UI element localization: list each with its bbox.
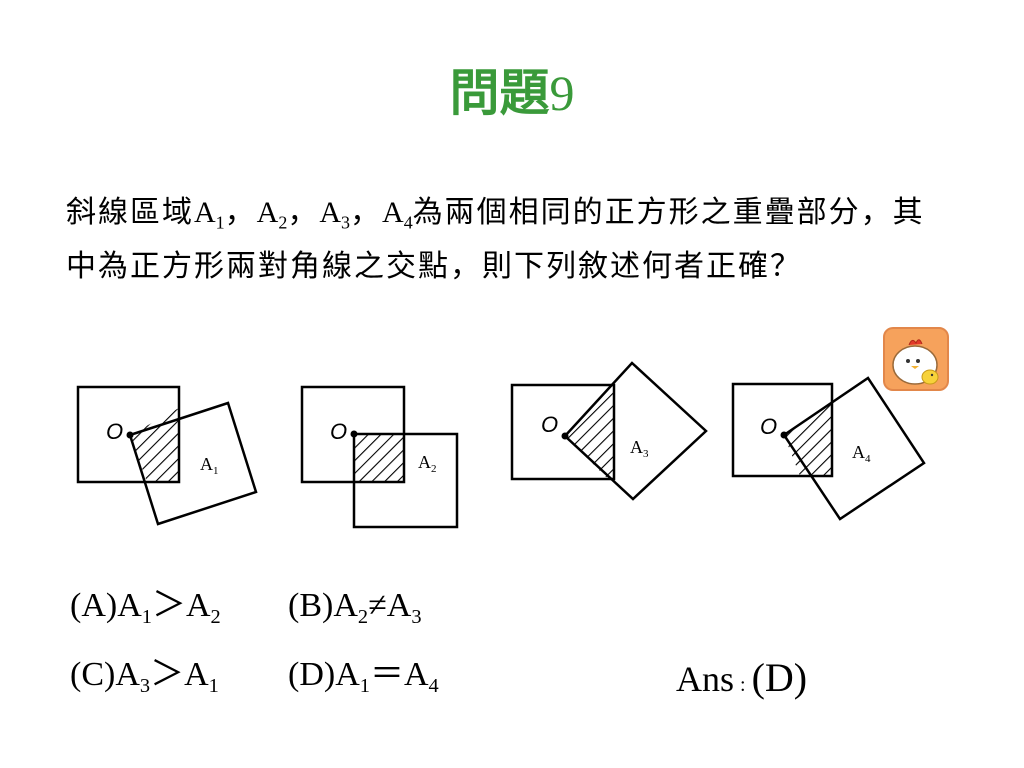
option-a: (A)A1＞A2 [70, 587, 221, 629]
center-label: O [330, 419, 347, 444]
figure-label-a4: A4 [852, 442, 871, 465]
answer-value: (D) [751, 655, 808, 700]
area-a1: A1 [194, 196, 225, 233]
figure-4: O A4 [731, 376, 926, 521]
answer: Ans:(D) [676, 656, 807, 707]
figure-3: O A3 [510, 361, 708, 501]
question-part-2: 為兩個相同的正方形之重疊部分，其中為正方形兩對角線之交點，則下列敘述何者正確？ [66, 195, 925, 284]
answer-label: Ans [676, 659, 735, 699]
answer-colon: : [740, 674, 746, 696]
sep: ， [287, 195, 320, 230]
figure-label-a3: A3 [630, 437, 649, 460]
center-label: O [106, 419, 123, 444]
question-text: 斜線區域A1，A2，A3，A4為兩個相同的正方形之重疊部分，其中為正方形兩對角線… [66, 186, 946, 294]
sep: ， [224, 195, 257, 230]
center-label: O [541, 412, 558, 437]
figure-2: O A2 [300, 385, 459, 529]
center-label: O [760, 414, 777, 439]
option-d: (D)A1＝A4 [288, 656, 439, 698]
figure-1: O A1 [76, 385, 258, 526]
figure-label-a1: A1 [200, 454, 219, 477]
title-number: 9 [549, 65, 575, 121]
title-main: 問題 [449, 64, 550, 122]
chick-sticker-icon [883, 327, 949, 391]
area-a2: A2 [256, 196, 288, 233]
option-b: (B)A2≠A3 [288, 587, 422, 629]
area-a4: A4 [382, 196, 413, 233]
option-c: (C)A3＞A1 [70, 656, 219, 698]
figure-label-a2: A2 [418, 452, 437, 475]
slide-title: 問題9 [0, 58, 1024, 128]
question-part-1: 斜線區域 [66, 195, 194, 230]
sep: ， [350, 195, 383, 230]
area-a3: A3 [319, 196, 351, 233]
